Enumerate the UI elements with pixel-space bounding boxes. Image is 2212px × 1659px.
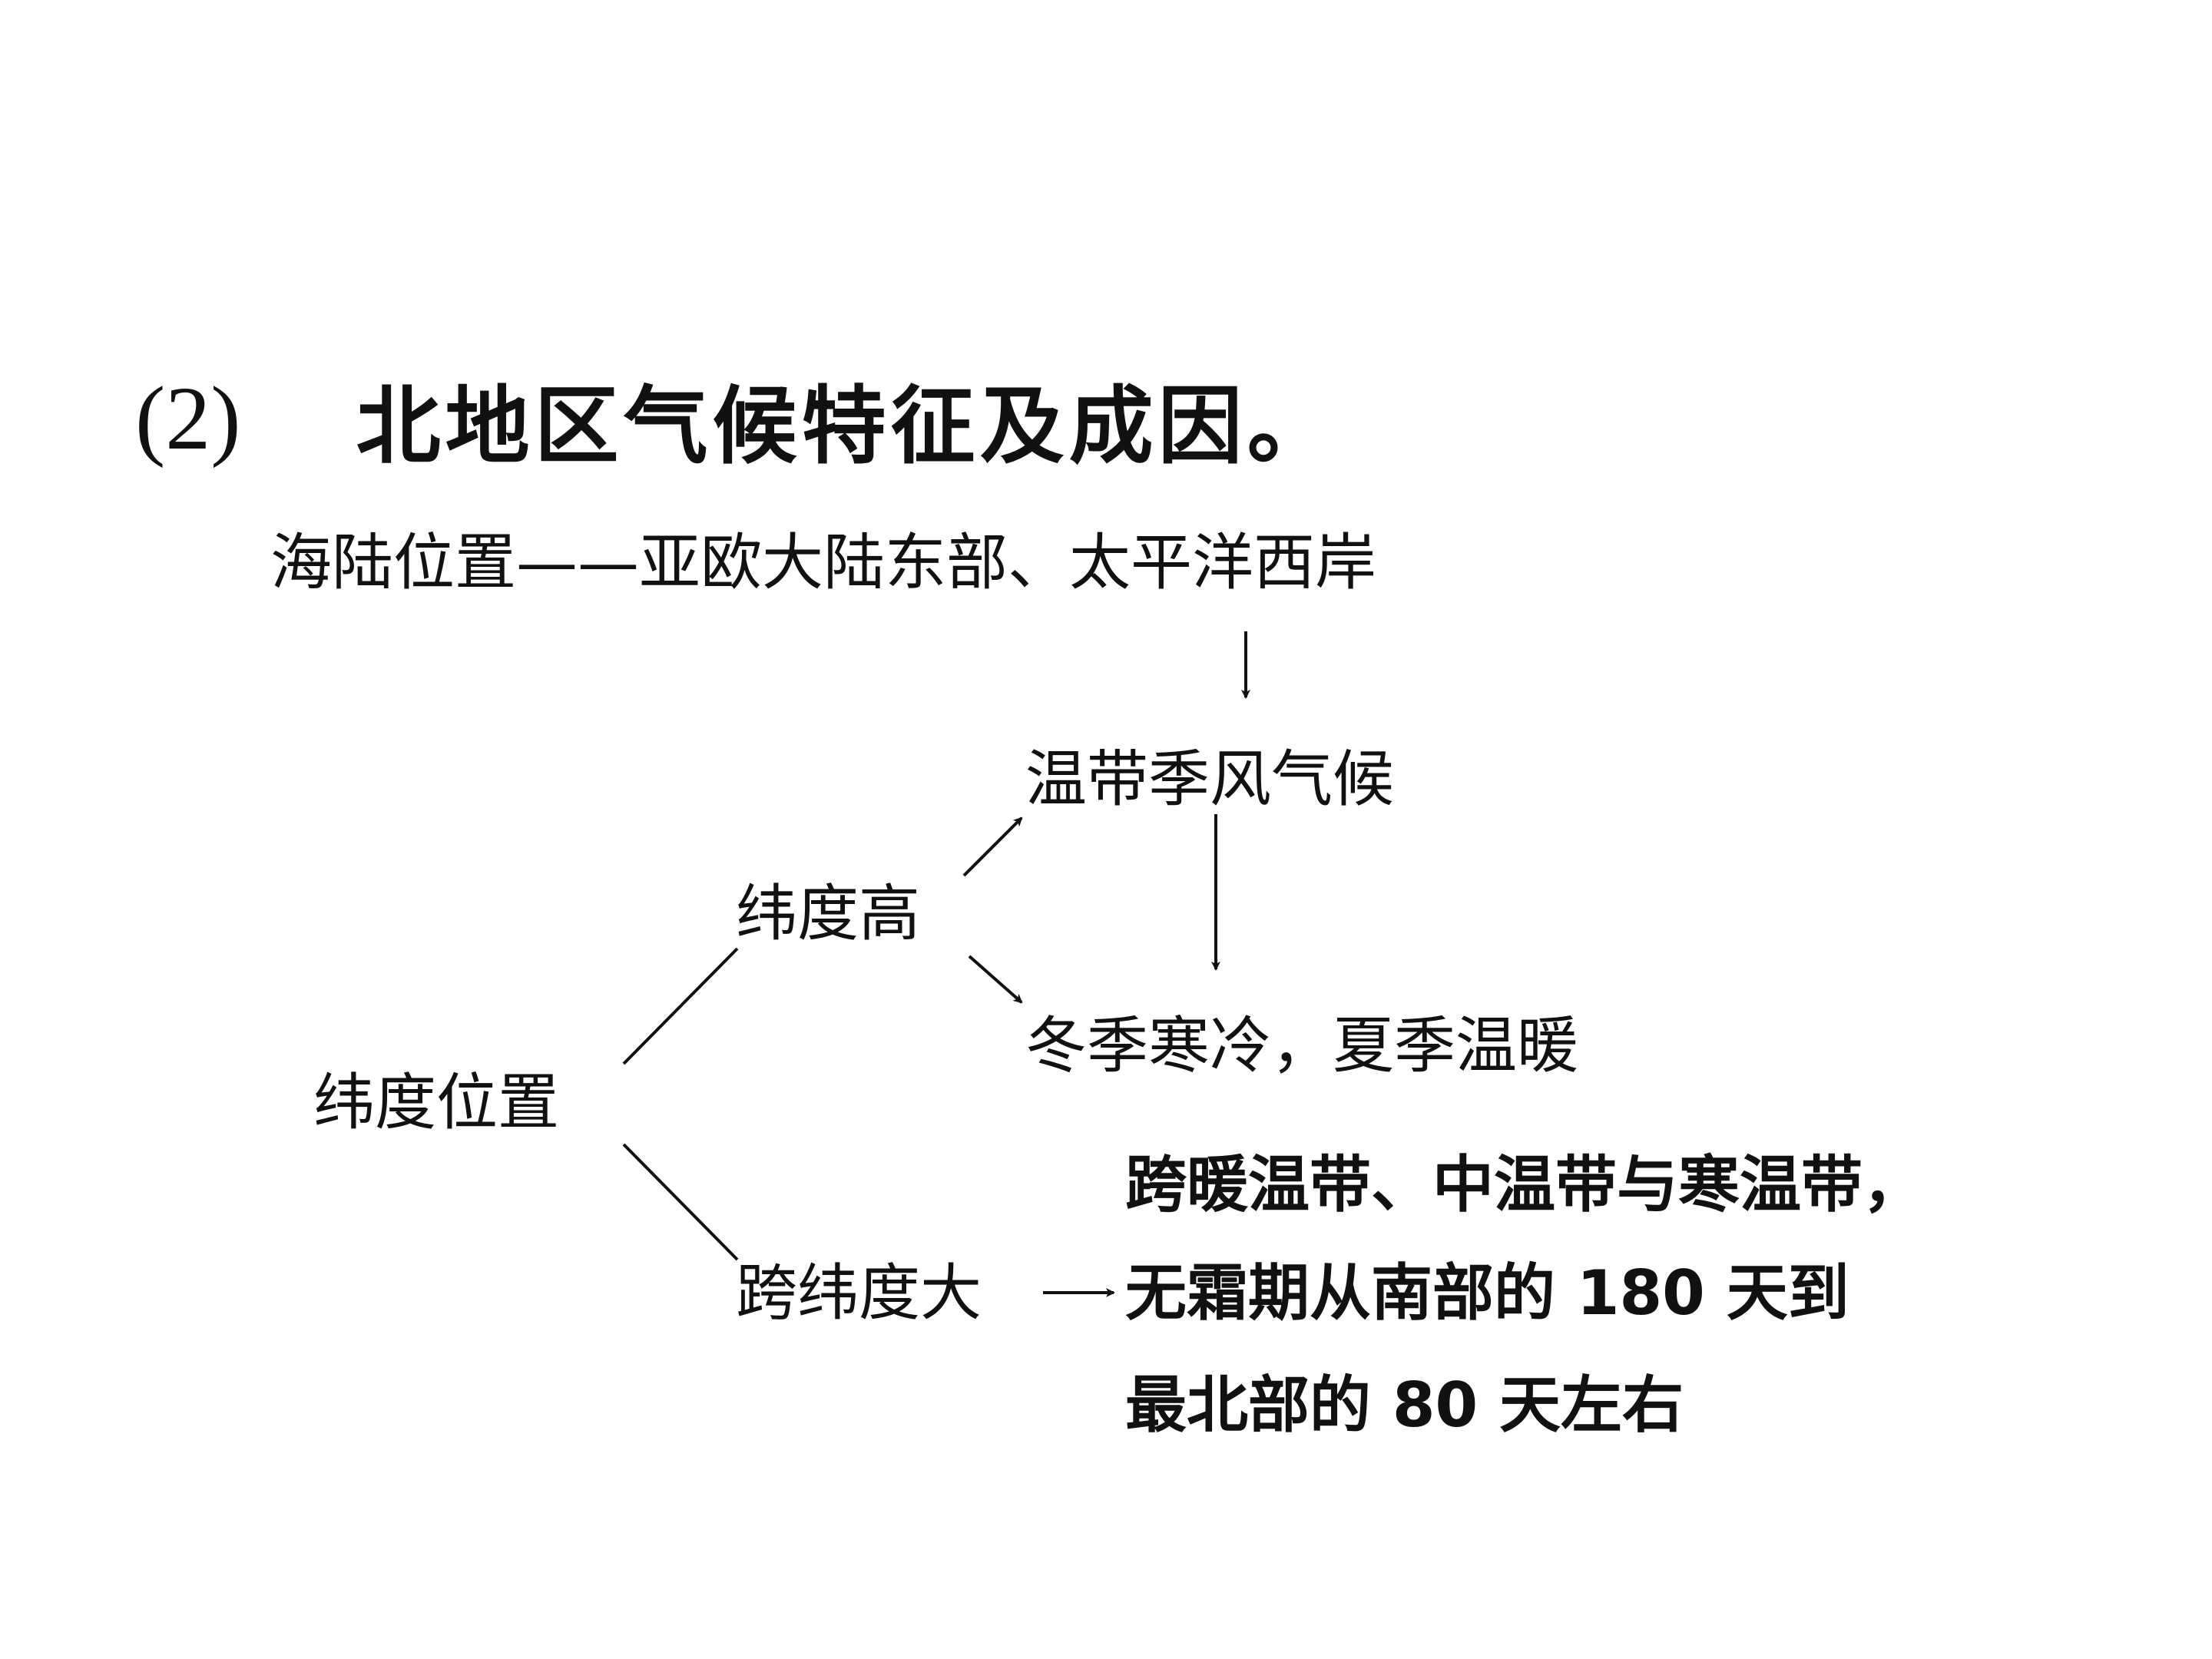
- frost-line-1: 跨暖温带、中温带与寒温带，: [1125, 1149, 1924, 1220]
- latitude-span-large: 跨纬度大: [736, 1257, 982, 1329]
- arrow-lat-high-to-climate: [962, 816, 1023, 877]
- winter-summer: 冬季寒冷，夏季温暖: [1025, 1010, 1578, 1081]
- title-text: 北地区气候特征及成因。: [356, 377, 1336, 475]
- climate-type: 温带季风气候: [1025, 743, 1394, 815]
- frost-line-2: 无霜期从南部的 180 天到: [1125, 1257, 1849, 1329]
- line-lat-pos-to-span: [622, 1143, 739, 1261]
- title-number: (2): [135, 368, 241, 469]
- sea-land-row: 海陆位置——亚欧大陆东部、太平洋西岸: [270, 525, 1376, 601]
- sea-land-value: 亚欧大陆东部、太平洋西岸: [639, 527, 1376, 598]
- frost-line-3: 最北部的 80 天左右: [1125, 1369, 1684, 1441]
- latitude-position: 纬度位置: [313, 1067, 559, 1138]
- page-title: (2) 北地区气候特征及成因。: [135, 361, 1336, 476]
- latitude-high: 纬度高: [736, 878, 920, 949]
- sea-land-dash: ——: [516, 527, 639, 598]
- sea-land-label: 海陆位置: [270, 527, 516, 598]
- line-lat-pos-to-lat-high: [622, 947, 739, 1065]
- arrow-lat-high-to-winter: [968, 955, 1023, 1004]
